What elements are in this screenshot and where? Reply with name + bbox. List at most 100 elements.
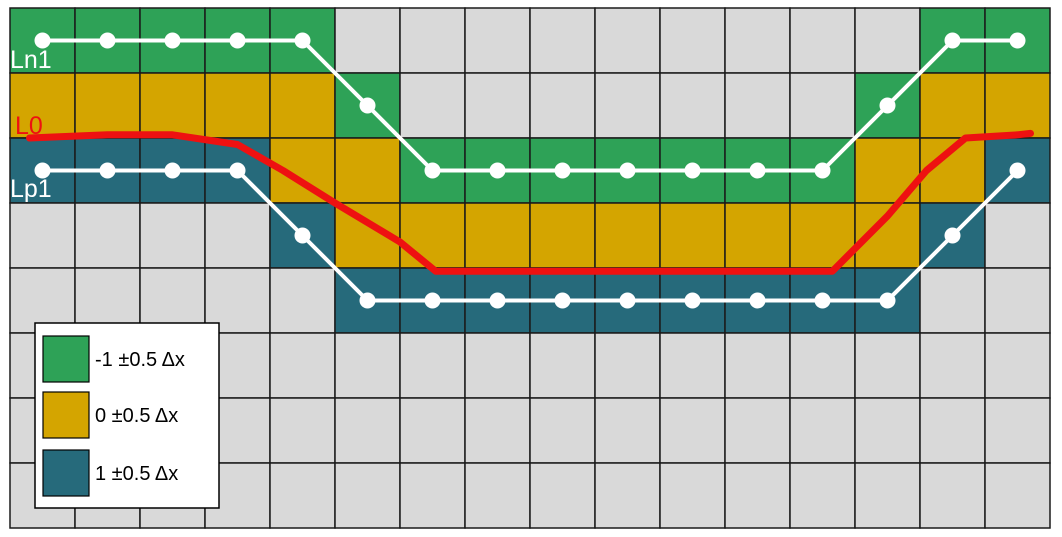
grid-cell-r6-c15 [984, 397, 1051, 464]
grid-cell-r0-c10 [659, 7, 726, 74]
grid-cell-r0-c8 [529, 7, 596, 74]
grid-cell-r3-c9 [594, 202, 661, 269]
grid-cell-r1-c14 [919, 72, 986, 139]
node-Ln1-12 [814, 162, 831, 179]
node-Ln1-11 [749, 162, 766, 179]
legend-label-zero: 0 ±0.5 Δx [95, 405, 178, 427]
grid-cell-r7-c9 [594, 462, 661, 529]
line-Lp1 [40, 168, 1020, 303]
grid-cell-r1-c4 [269, 72, 336, 139]
node-Ln1-1 [99, 32, 116, 49]
grid-cell-r1-c3 [204, 72, 271, 139]
grid-cell-r3-c3 [204, 202, 271, 269]
node-Lp1-11 [749, 292, 766, 309]
legend-swatch-pos1 [42, 449, 90, 497]
grid-cell-r4-c2 [139, 267, 206, 334]
grid-cell-r1-c12 [789, 72, 856, 139]
grid-cell-r3-c10 [659, 202, 726, 269]
grid-cell-r6-c12 [789, 397, 856, 464]
grid-cell-r1-c11 [724, 72, 791, 139]
grid-cell-r7-c4 [269, 462, 336, 529]
node-Ln1-7 [489, 162, 506, 179]
grid-cell-r3-c7 [464, 202, 531, 269]
grid-cell-r4-c1 [74, 267, 141, 334]
grid-cell-r1-c7 [464, 72, 531, 139]
grid-cell-r7-c11 [724, 462, 791, 529]
grid-cell-r6-c9 [594, 397, 661, 464]
grid-cell-r6-c8 [529, 397, 596, 464]
grid-cell-r5-c9 [594, 332, 661, 399]
grid-cell-r0-c11 [724, 7, 791, 74]
grid-cell-r2-c13 [854, 137, 921, 204]
grid-cell-r7-c14 [919, 462, 986, 529]
node-Lp1-14 [944, 227, 961, 244]
grid-cell-r4-c14 [919, 267, 986, 334]
grid-cell-r7-c15 [984, 462, 1051, 529]
grid-cell-r5-c4 [269, 332, 336, 399]
grid-cell-r0-c5 [334, 7, 401, 74]
curve-lines [26, 32, 1034, 309]
grid-cell-r4-c4 [269, 267, 336, 334]
line-Ln1 [40, 38, 1020, 173]
node-Ln1-3 [229, 32, 246, 49]
node-Lp1-6 [424, 292, 441, 309]
node-Lp1-9 [619, 292, 636, 309]
grid-cell-r1-c1 [74, 72, 141, 139]
node-Ln1-14 [944, 32, 961, 49]
grid-cell-r1-c10 [659, 72, 726, 139]
grid-cell-r4-c3 [204, 267, 271, 334]
grid-cell-r1-c0 [9, 72, 76, 139]
grid-cell-r5-c13 [854, 332, 921, 399]
grid-cell-r3-c15 [984, 202, 1051, 269]
node-Lp1-3 [229, 162, 246, 179]
grid-cell-r5-c8 [529, 332, 596, 399]
grid-cell-r5-c6 [399, 332, 466, 399]
grid-cell-r6-c4 [269, 397, 336, 464]
grid-cell-r5-c7 [464, 332, 531, 399]
grid-cell-r7-c12 [789, 462, 856, 529]
label-Lp1: Lp1 [10, 175, 52, 203]
node-Lp1-2 [164, 162, 181, 179]
grid-cell-r3-c2 [139, 202, 206, 269]
grid-cell-r1-c2 [139, 72, 206, 139]
grid-cell-r7-c13 [854, 462, 921, 529]
grid-cell-r1-c9 [594, 72, 661, 139]
grid-cell-r0-c13 [854, 7, 921, 74]
grid-cell-r1-c15 [984, 72, 1051, 139]
grid-cell-r6-c10 [659, 397, 726, 464]
grid-cell-r7-c7 [464, 462, 531, 529]
node-Ln1-8 [554, 162, 571, 179]
node-Lp1-4 [294, 227, 311, 244]
grid-cell-r3-c8 [529, 202, 596, 269]
grid-cell-r0-c12 [789, 7, 856, 74]
node-Ln1-2 [164, 32, 181, 49]
grid-cell-r6-c6 [399, 397, 466, 464]
legend-swatch-zero [42, 391, 90, 439]
node-Lp1-13 [879, 292, 896, 309]
grid-cell-r5-c15 [984, 332, 1051, 399]
node-Lp1-10 [684, 292, 701, 309]
grid-cell-r5-c14 [919, 332, 986, 399]
grid-cell-r6-c13 [854, 397, 921, 464]
grid-cell-r5-c11 [724, 332, 791, 399]
grid-cell-r1-c6 [399, 72, 466, 139]
legend-label-pos1: 1 ±0.5 Δx [95, 463, 178, 485]
node-Lp1-12 [814, 292, 831, 309]
grid-cell-r4-c15 [984, 267, 1051, 334]
legend: -1 ±0.5 Δx 0 ±0.5 Δx 1 ±0.5 Δx [34, 322, 220, 509]
grid-cell-r5-c12 [789, 332, 856, 399]
grid-cell-r6-c7 [464, 397, 531, 464]
node-Lp1-7 [489, 292, 506, 309]
node-Ln1-9 [619, 162, 636, 179]
legend-swatch-neg1 [42, 335, 90, 383]
grid-cell-r7-c8 [529, 462, 596, 529]
grid-cell-r7-c6 [399, 462, 466, 529]
node-Ln1-10 [684, 162, 701, 179]
grid-cell-r0-c9 [594, 7, 661, 74]
node-Lp1-0 [34, 162, 51, 179]
line-L0 [26, 129, 1034, 275]
node-Ln1-15 [1009, 32, 1026, 49]
node-Lp1-15 [1009, 162, 1026, 179]
grid-cells [9, 7, 1051, 529]
